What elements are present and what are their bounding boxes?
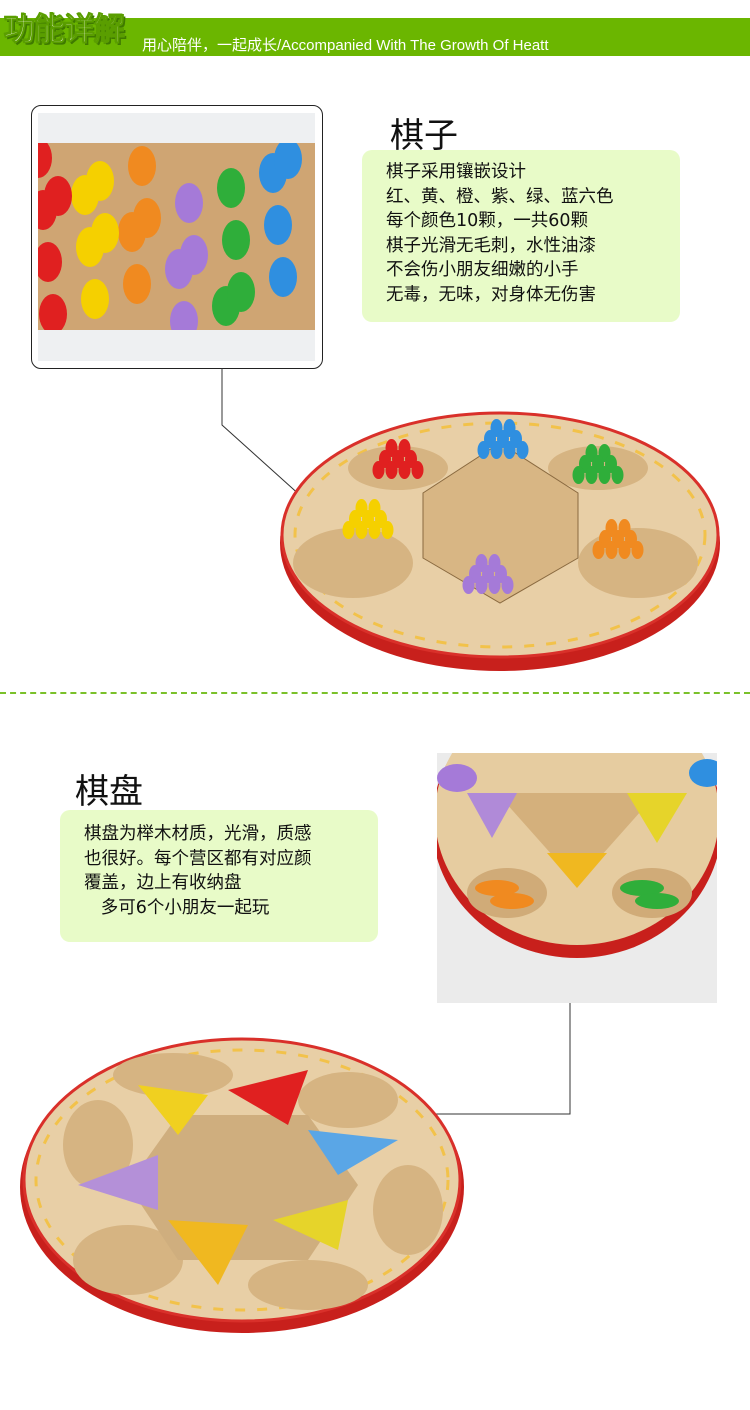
section-subtitle: 用心陪伴，一起成长/Accompanied With The Growth Of… <box>142 37 549 54</box>
game-piece <box>123 264 151 304</box>
game-piece <box>381 521 394 539</box>
game-piece <box>598 466 611 484</box>
game-piece <box>38 242 62 282</box>
game-piece <box>516 441 529 459</box>
desc-line: 覆盖，边上有收纳盘 <box>84 873 242 893</box>
game-piece <box>44 176 72 216</box>
game-piece <box>398 461 411 479</box>
game-piece <box>222 220 250 260</box>
game-piece <box>618 541 631 559</box>
board-closeup-photo <box>437 753 717 1003</box>
game-piece <box>462 576 475 594</box>
desc-line: 红、黄、橙、紫、绿、蓝六色 <box>386 186 614 207</box>
game-piece <box>490 441 503 459</box>
game-piece <box>572 466 585 484</box>
desc-line: 不会伤小朋友细嫩的小手 <box>386 260 579 280</box>
game-piece <box>488 576 501 594</box>
game-piece <box>503 441 516 459</box>
game-piece <box>385 461 398 479</box>
game-piece <box>39 294 67 330</box>
game-piece <box>86 161 114 201</box>
pieces-heading: 棋子 <box>390 116 458 156</box>
board-description: 棋盘为榉木材质，光滑，质感 也很好。每个营区都有对应颜 覆盖，边上有收纳盘 多可… <box>60 810 378 942</box>
board-with-pieces-photo <box>280 411 720 671</box>
game-piece <box>170 301 198 330</box>
game-piece <box>274 143 302 179</box>
pieces-description: 棋子采用镶嵌设计 红、黄、橙、紫、绿、蓝六色 每个颜色10颗，一共60颗 棋子光… <box>362 150 680 322</box>
game-piece <box>372 461 385 479</box>
desc-line: 也很好。每个营区都有对应颜 <box>84 848 312 869</box>
game-piece <box>475 576 488 594</box>
desc-line: 每个颜色10颗，一共60颗 <box>386 211 589 231</box>
game-piece <box>605 541 618 559</box>
game-piece <box>411 461 424 479</box>
game-piece <box>133 198 161 238</box>
header-bar <box>0 18 750 56</box>
game-piece <box>477 441 490 459</box>
board-heading: 棋盘 <box>75 772 143 812</box>
pieces-closeup-photo <box>38 143 315 330</box>
game-piece <box>264 205 292 245</box>
game-piece <box>217 168 245 208</box>
game-piece <box>128 146 156 186</box>
desc-line: 棋盘为榉木材质，光滑，质感 <box>84 824 312 844</box>
desc-line: 多可6个小朋友一起玩 <box>84 897 270 918</box>
desc-line: 棋子光滑无毛刺，水性油漆 <box>386 235 596 256</box>
empty-board-photo <box>20 1037 464 1333</box>
game-piece <box>180 235 208 275</box>
game-piece <box>175 183 203 223</box>
game-piece <box>227 272 255 312</box>
game-piece <box>592 541 605 559</box>
game-piece <box>91 213 119 253</box>
game-piece <box>501 576 514 594</box>
game-piece <box>81 279 109 319</box>
game-piece <box>585 466 598 484</box>
section-divider <box>0 692 750 694</box>
game-piece <box>269 257 297 297</box>
game-piece <box>631 541 644 559</box>
desc-line: 棋子采用镶嵌设计 <box>386 162 526 182</box>
game-piece <box>368 521 381 539</box>
game-piece <box>342 521 355 539</box>
game-piece <box>38 143 52 178</box>
game-piece <box>611 466 624 484</box>
section-title: 功能详解 <box>4 12 126 49</box>
desc-line: 无毒，无味，对身体无伤害 <box>386 284 596 305</box>
game-piece <box>355 521 368 539</box>
